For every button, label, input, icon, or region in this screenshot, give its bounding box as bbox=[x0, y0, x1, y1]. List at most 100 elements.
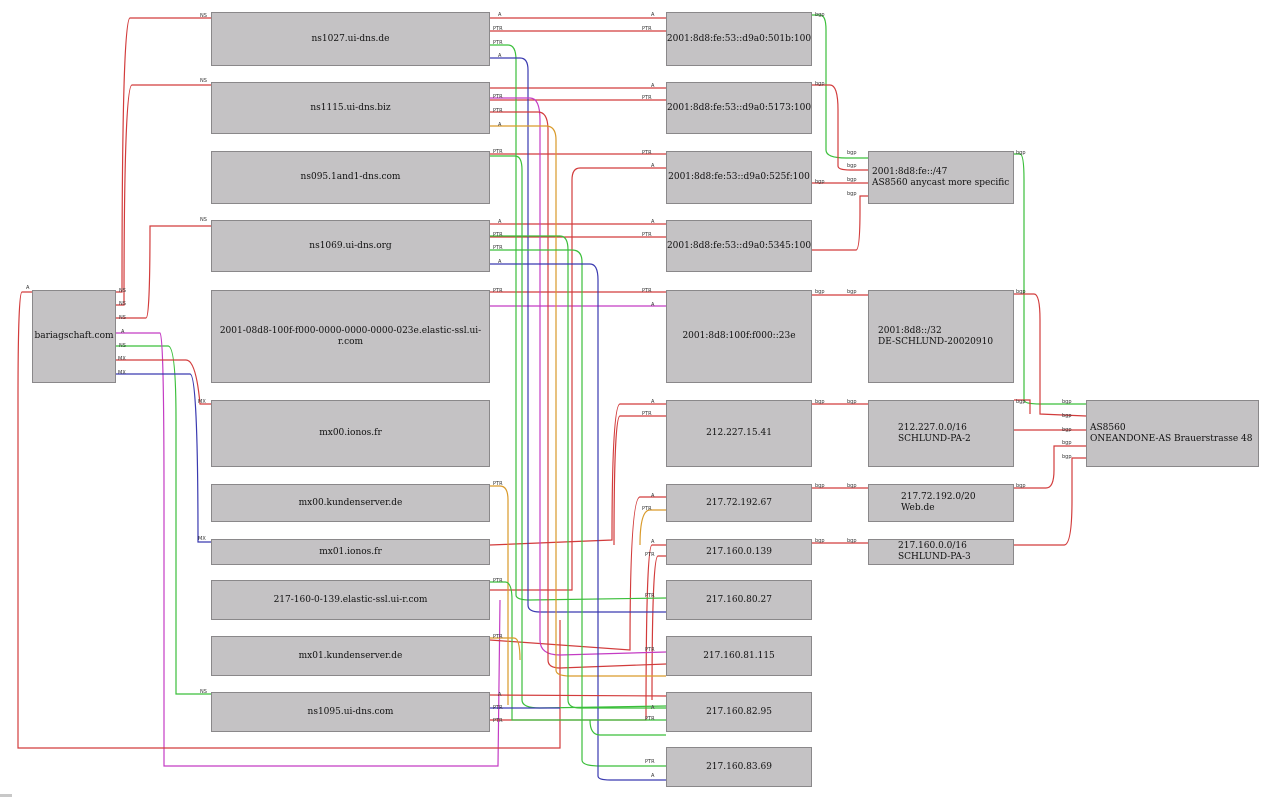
edge-label-a: A bbox=[498, 12, 502, 18]
edge-label-ptr: PTR bbox=[642, 26, 652, 32]
edge-label-ptr: PTR bbox=[645, 552, 655, 558]
edge-label-bgp: bgp bbox=[815, 179, 825, 185]
node-ip6-5345[interactable]: 2001:8d8:fe:53::d9a0:5345:100 bbox=[666, 220, 812, 272]
edge-label-ptr: PTR bbox=[642, 150, 652, 156]
node-mx00-kunden[interactable]: mx00.kundenserver.de bbox=[211, 484, 490, 522]
edge-label-ptr: PTR bbox=[493, 232, 503, 238]
node-label: mx00.kundenserver.de bbox=[298, 497, 403, 508]
node-ip6-5173[interactable]: 2001:8d8:fe:53::d9a0:5173:100 bbox=[666, 82, 812, 134]
edge-a bbox=[116, 332, 501, 767]
edge-label-ptr: PTR bbox=[642, 288, 652, 294]
edge-label-ptr: PTR bbox=[645, 716, 655, 722]
edge-label-ptr: PTR bbox=[493, 94, 503, 100]
edge-a bbox=[490, 263, 666, 781]
node-label: 2001:8d8:fe:53::d9a0:525f:100 bbox=[668, 172, 810, 182]
node-label: 217.160.81.115 bbox=[703, 650, 775, 661]
edge-label-ptr: PTR bbox=[493, 634, 503, 640]
edge-label-ptr: PTR bbox=[493, 40, 503, 46]
node-mx01-kunden[interactable]: mx01.kundenserver.de bbox=[211, 636, 490, 676]
edge-label-bgp: bgp bbox=[815, 12, 825, 18]
node-label: 212.227.15.41 bbox=[706, 428, 772, 438]
edge-label-a: A bbox=[121, 329, 125, 335]
edge-bgp bbox=[1014, 153, 1086, 405]
node-label: 217.160.83.69 bbox=[706, 761, 772, 772]
node-ip6-23e[interactable]: 2001:8d8:100f:f000::23e bbox=[666, 290, 812, 383]
node-mx01-ionos[interactable]: mx01.ionos.fr bbox=[211, 539, 490, 565]
edge-label-a: A bbox=[651, 12, 655, 18]
edge-label-a: A bbox=[498, 53, 502, 59]
edge-ptr bbox=[490, 581, 666, 721]
edge-ns bbox=[116, 17, 211, 293]
edge-label-ptr: PTR bbox=[645, 647, 655, 653]
edge-a bbox=[489, 496, 666, 651]
edge-label-a: A bbox=[498, 259, 502, 265]
edge-label-a: A bbox=[651, 83, 655, 89]
edge-mx bbox=[116, 373, 211, 543]
edge-a bbox=[490, 57, 666, 613]
node-label: 2001:8d8:fe:53::d9a0:5173:100 bbox=[666, 102, 812, 113]
node-label: 2001-08d8-100f-f000-0000-0000-0000-023e.… bbox=[219, 325, 482, 347]
edge-label-bgp: bgp bbox=[847, 191, 857, 197]
node-ip-217-160-83-69[interactable]: 217.160.83.69 bbox=[666, 747, 812, 787]
node-domain[interactable]: bariagschaft.com bbox=[32, 290, 116, 383]
edge-a bbox=[17, 291, 561, 749]
node-label: 217.160.82.95 bbox=[706, 706, 772, 717]
node-label: ns1095.ui-dns.com bbox=[307, 706, 394, 717]
edge-label-a: A bbox=[26, 285, 30, 291]
node-ip-217-160-82-95[interactable]: 217.160.82.95 bbox=[666, 692, 812, 732]
edge-a bbox=[490, 167, 666, 591]
node-ns1069[interactable]: ns1069.ui-dns.org bbox=[211, 220, 490, 272]
node-label: 217-160-0-139.elastic-ssl.ui-r.com bbox=[273, 594, 428, 605]
edge-label-a: A bbox=[651, 399, 655, 405]
edge-label-bgp: bgp bbox=[847, 289, 857, 295]
node-label: 2001:8d8:fe:53::d9a0:5345:100 bbox=[666, 240, 812, 251]
node-ns1095[interactable]: ns1095.ui-dns.com bbox=[211, 692, 490, 732]
edge-label-ptr: PTR bbox=[645, 759, 655, 765]
edge-label-bgp: bgp bbox=[1062, 454, 1072, 460]
node-ip-217-160-81-115[interactable]: 217.160.81.115 bbox=[666, 636, 812, 676]
edge-bgp bbox=[812, 195, 868, 251]
node-ip-212-227-15-41[interactable]: 212.227.15.41 bbox=[666, 400, 812, 467]
edge-label-bgp: bgp bbox=[1062, 399, 1072, 405]
edge-a bbox=[489, 694, 667, 697]
edge-label-ptr: PTR bbox=[493, 481, 503, 487]
node-elastic6[interactable]: 2001-08d8-100f-f000-0000-0000-0000-023e.… bbox=[211, 290, 490, 383]
node-label: ns1069.ui-dns.org bbox=[309, 240, 392, 251]
node-ns1115[interactable]: ns1115.ui-dns.biz bbox=[211, 82, 490, 134]
node-ip-217-72-192-67[interactable]: 217.72.192.67 bbox=[666, 484, 812, 522]
edge-label-ns: NS bbox=[119, 343, 126, 349]
edge-label-a: A bbox=[498, 122, 502, 128]
edge-label-bgp: bgp bbox=[815, 538, 825, 544]
edge-label-ptr: PTR bbox=[645, 593, 655, 599]
node-ip6-525f[interactable]: 2001:8d8:fe:53::d9a0:525f:100 bbox=[666, 151, 812, 204]
node-ip-217-160-80-27[interactable]: 217.160.80.27 bbox=[666, 580, 812, 620]
node-ns095[interactable]: ns095.1and1-dns.com bbox=[211, 151, 490, 204]
node-ip6-501b[interactable]: 2001:8d8:fe:53::d9a0:501b:100 bbox=[666, 12, 812, 66]
edge-bgp bbox=[1014, 399, 1031, 414]
edge-ptr bbox=[490, 97, 667, 656]
node-mx00-ionos[interactable]: mx00.ionos.fr bbox=[211, 400, 490, 467]
edge-label-ptr: PTR bbox=[642, 506, 652, 512]
node-label: ns095.1and1-dns.com bbox=[300, 172, 401, 182]
node-label: 2001:8d8:fe:53::d9a0:501b:100 bbox=[666, 33, 812, 44]
edge-label-a: A bbox=[651, 773, 655, 779]
edge-label-bgp: bgp bbox=[1062, 427, 1072, 433]
edge-mx bbox=[116, 359, 211, 405]
edge-bgp bbox=[812, 84, 868, 171]
edge-label-bgp: bgp bbox=[1016, 150, 1026, 156]
node-ip-217-160-0-139[interactable]: 217.160.0.139 bbox=[666, 539, 812, 565]
node-ns1027[interactable]: ns1027.ui-dns.de bbox=[211, 12, 490, 66]
node-elastic4[interactable]: 217-160-0-139.elastic-ssl.ui-r.com bbox=[211, 580, 490, 620]
edge-label-ptr: PTR bbox=[493, 245, 503, 251]
